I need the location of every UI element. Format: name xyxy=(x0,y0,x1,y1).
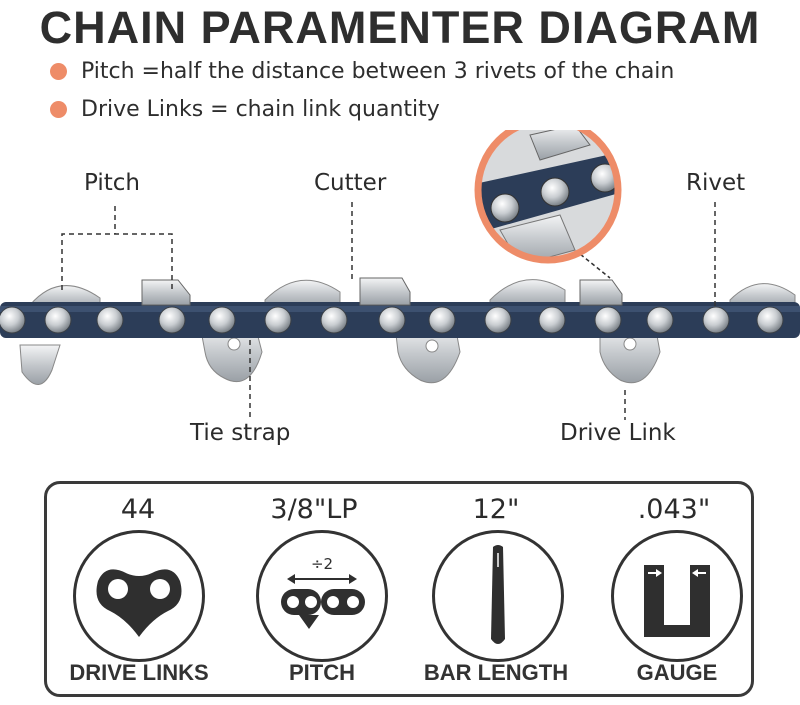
spec-gauge-value: .043" xyxy=(637,494,711,525)
spec-bar-length-circle xyxy=(432,530,564,662)
label-cutter: Cutter xyxy=(314,170,387,196)
rivets xyxy=(0,306,784,334)
bullet-text: Pitch =half the distance between 3 rivet… xyxy=(81,59,675,84)
drive-link-icon xyxy=(96,569,182,637)
spec-pitch-caption: PITCH xyxy=(289,660,355,685)
cutter-teeth xyxy=(141,277,623,306)
spec-drive-links-caption: DRIVE LINKS xyxy=(69,660,209,685)
label-drive-link: Drive Link xyxy=(560,420,676,446)
bullet-drive-links: Drive Links = chain link quantity xyxy=(50,97,440,122)
pitch-icon: ÷2 xyxy=(281,555,365,629)
drive-links xyxy=(19,324,661,385)
label-rivet: Rivet xyxy=(686,170,746,196)
bar-icon xyxy=(491,545,505,644)
spec-bar-length-caption: BAR LENGTH xyxy=(423,660,569,685)
bullet-pitch: Pitch =half the distance between 3 rivet… xyxy=(50,59,674,84)
gauge-icon xyxy=(644,565,710,637)
spec-gauge-caption: GAUGE xyxy=(636,660,718,685)
spec-pitch-value: 3/8"LP xyxy=(270,494,358,525)
bullet-dot-icon xyxy=(50,101,67,118)
zoom-detail xyxy=(474,130,622,279)
bullet-text: Drive Links = chain link quantity xyxy=(81,97,440,122)
spec-pitch-circle: ÷2 xyxy=(256,530,388,662)
label-tie-strap: Tie strap xyxy=(190,420,291,446)
spec-gauge-circle xyxy=(611,530,743,662)
cutter-humps xyxy=(29,279,796,311)
page-title: CHAIN PARAMENTER DIAGRAM xyxy=(39,2,761,53)
label-pitch: Pitch xyxy=(84,170,140,196)
chain-diagram xyxy=(0,130,800,420)
spec-drive-links-value: 44 xyxy=(120,494,156,525)
pitch-icon-divide-text: ÷2 xyxy=(311,555,333,573)
spec-panel xyxy=(44,481,754,697)
spec-drive-links-circle xyxy=(73,530,205,662)
bullet-dot-icon xyxy=(50,63,67,80)
spec-bar-length-value: 12" xyxy=(472,494,520,525)
label-leaders xyxy=(61,202,716,420)
